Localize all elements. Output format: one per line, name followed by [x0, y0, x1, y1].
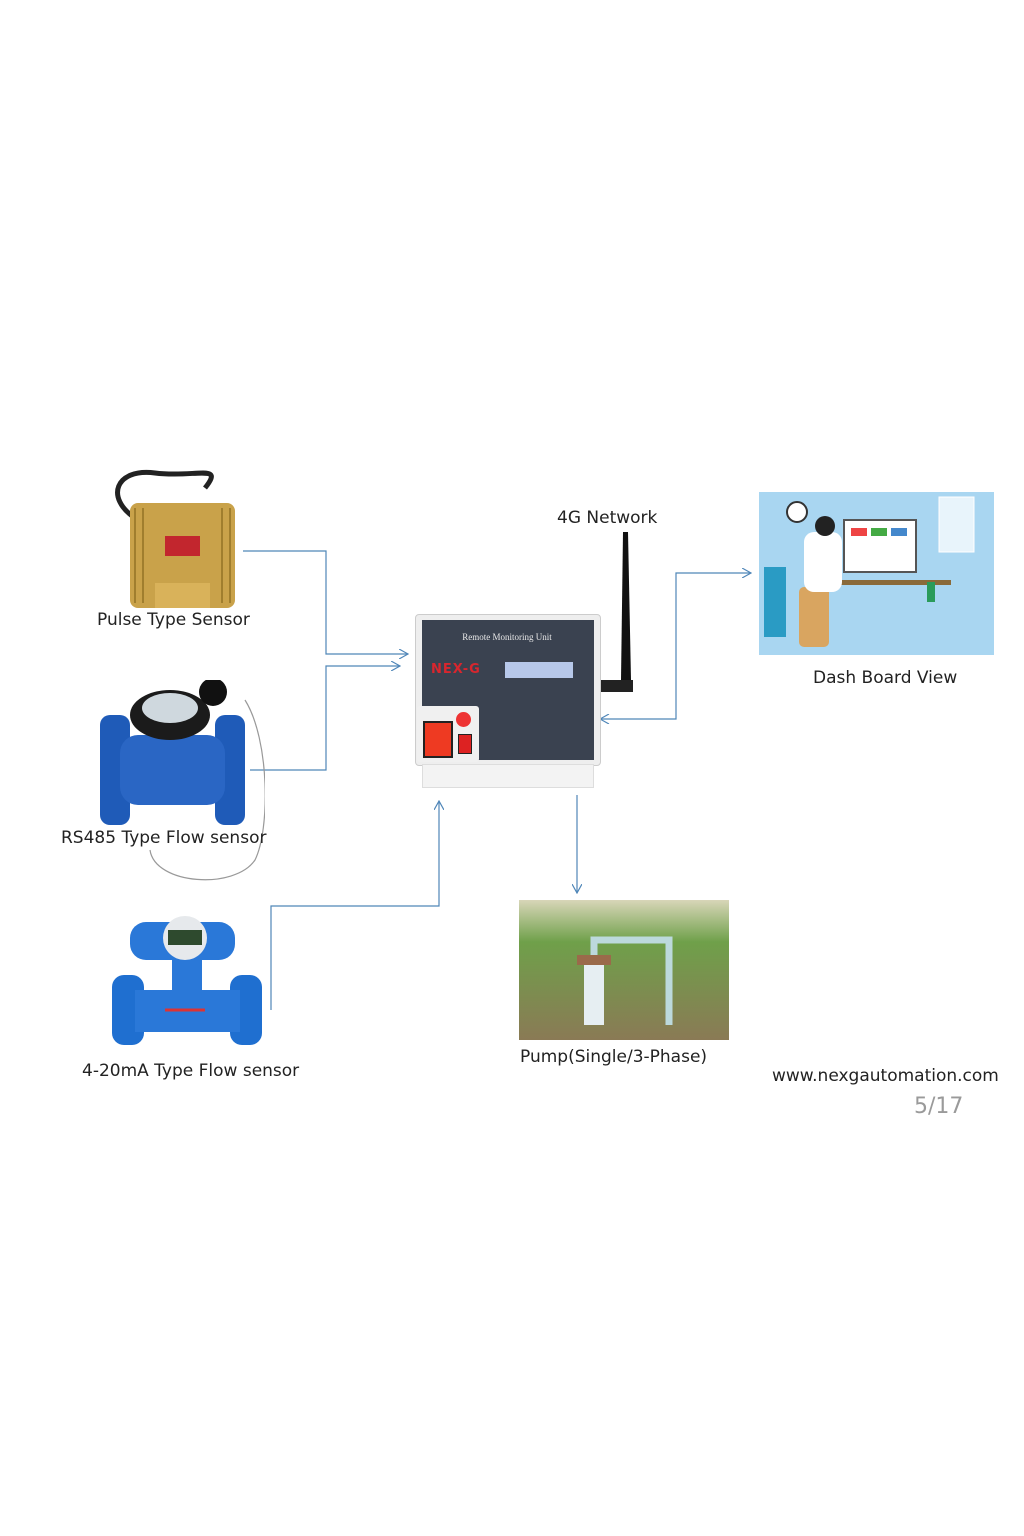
page-indicator: 5/17 — [914, 1094, 964, 1119]
dashboard-image — [759, 492, 994, 655]
website-url: www.nexgautomation.com — [772, 1066, 999, 1086]
rs485-connector — [250, 666, 400, 771]
rocker-switch-icon — [458, 734, 472, 754]
indicator-lamp-icon — [456, 712, 471, 727]
rs485-sensor-label: RS485 Type Flow sensor — [61, 828, 267, 848]
dashboard-label: Dash Board View — [813, 668, 958, 688]
ma-connector — [270, 801, 439, 1010]
rs485-sensor-image — [100, 680, 265, 881]
pump-label: Pump(Single/3-Phase) — [520, 1047, 708, 1067]
pulse-sensor-label: Pulse Type Sensor — [97, 610, 250, 630]
pulse-sensor-image — [115, 469, 235, 608]
ma-sensor-image — [112, 916, 262, 1045]
device-brand-logo: NEX-G — [431, 662, 481, 677]
power-switch-icon — [423, 721, 453, 758]
pump-image — [519, 900, 729, 1040]
network-label: 4G Network — [557, 508, 658, 528]
ma-sensor-label: 4-20mA Type Flow sensor — [82, 1061, 300, 1081]
antenna-icon — [601, 532, 633, 692]
remote-monitoring-unit: Remote Monitoring Unit NEX-G — [415, 614, 601, 788]
device-display — [505, 662, 573, 678]
device-title: Remote Monitoring Unit — [462, 632, 552, 642]
dashboard-connector — [601, 573, 751, 719]
pulse-connector — [243, 550, 408, 654]
